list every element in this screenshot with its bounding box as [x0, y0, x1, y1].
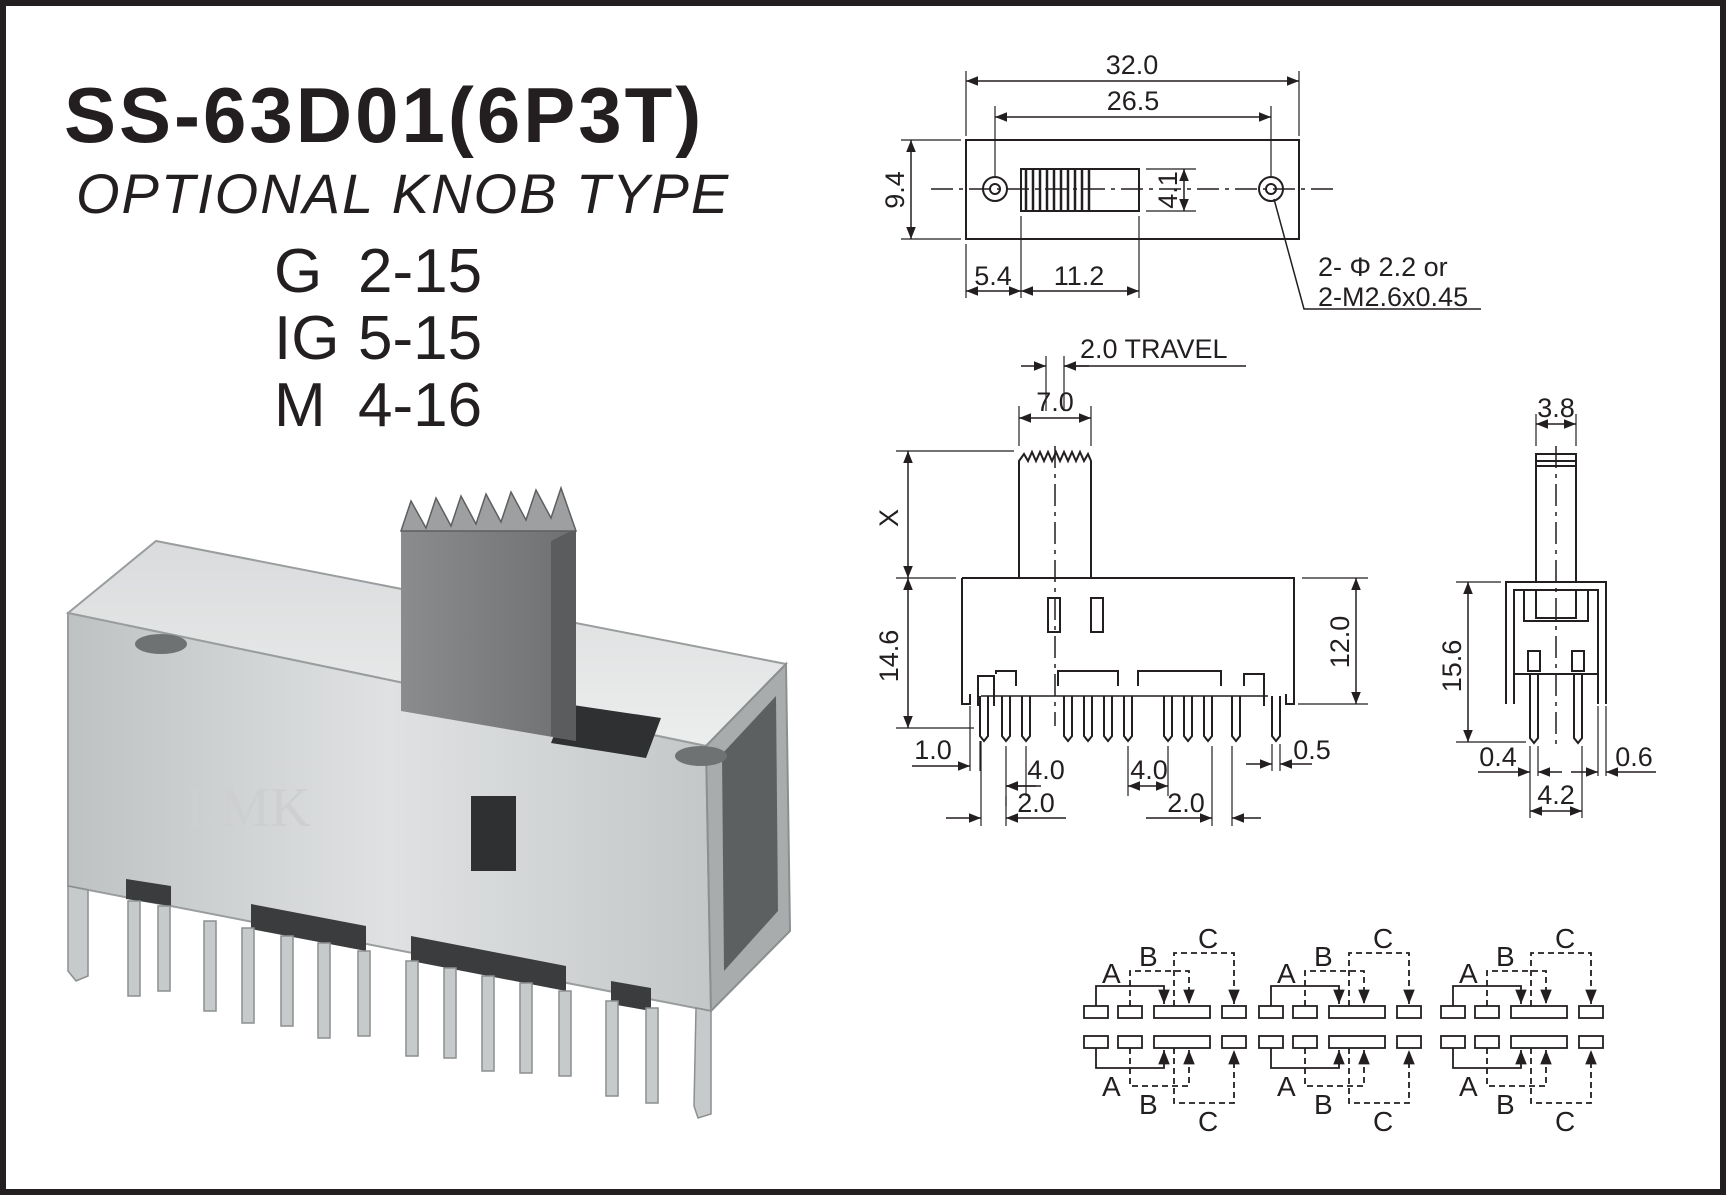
- knob-code: IG: [274, 304, 340, 373]
- knob-code: M: [274, 371, 326, 440]
- label-a-top: A: [1459, 958, 1478, 989]
- top-view-drawing: [901, 71, 1481, 310]
- model-title: SS-63D01(6P3T): [64, 71, 705, 159]
- label-c-top: C: [1373, 923, 1393, 954]
- dim-hole-pitch: 26.5: [1107, 86, 1160, 116]
- dim-pitch-left: 4.0: [1027, 755, 1065, 785]
- knob-options-list: G 2-15 IG 5-15 M 4-16: [274, 238, 482, 439]
- label-b-top: B: [1314, 941, 1333, 972]
- label-b-top: B: [1139, 941, 1158, 972]
- label-a-top: A: [1277, 958, 1296, 989]
- dim-pin-left: 0.4: [1479, 742, 1517, 772]
- knob-type-subtitle: OPTIONAL KNOB TYPE: [76, 162, 731, 225]
- label-b-bottom: B: [1314, 1089, 1333, 1120]
- dim-pin-width: 0.5: [1293, 735, 1331, 765]
- label-a-top: A: [1102, 958, 1121, 989]
- knob-range: 5-15: [358, 304, 483, 373]
- label-b-bottom: B: [1139, 1089, 1158, 1120]
- label-c-top: C: [1555, 923, 1575, 954]
- hole-note-line-1: 2- Φ 2.2 or: [1318, 252, 1448, 282]
- dim-row-spacing: 4.2: [1537, 780, 1575, 810]
- brand-watermark: LMK: [186, 777, 310, 839]
- switch-photo: LMK: [65, 485, 792, 1119]
- knob-option-ig: IG 5-15: [274, 305, 482, 372]
- knob-code: G: [274, 237, 323, 306]
- hole-note-line-2: 2-M2.6x0.45: [1318, 282, 1468, 312]
- side-view-drawing: [1456, 414, 1656, 818]
- label-a-bottom: A: [1102, 1071, 1121, 1102]
- label-a-bottom: A: [1277, 1071, 1296, 1102]
- dim-pitch-right: 4.0: [1130, 755, 1168, 785]
- knob-option-m: M 4-16: [274, 372, 482, 439]
- dim-spacing-right: 2.0: [1167, 788, 1205, 818]
- dim-pin-right: 0.6: [1615, 742, 1653, 772]
- dim-knob-height: X: [874, 509, 904, 527]
- label-b-top: B: [1496, 941, 1515, 972]
- drawing-canvas: LMK: [65, 50, 1656, 1137]
- dim-tab-offset: 1.0: [914, 735, 952, 765]
- circuit-diagram-position-3: A B C A B C: [1440, 923, 1604, 1137]
- side-view-dimensions: 3.8 15.6 0.4 0.6 4.2: [1437, 393, 1653, 810]
- knob-option-g: G 2-15: [274, 238, 482, 305]
- top-view-dimensions: 32.0 26.5 9.4 4.1 5.4 11.2 2- Φ 2.2 or 2…: [880, 50, 1468, 312]
- dim-frame-height: 12.0: [1325, 616, 1355, 669]
- label-b-bottom: B: [1496, 1089, 1515, 1120]
- circuit-diagram-position-1: A B C A B C: [1083, 923, 1247, 1137]
- dim-edge-to-slot: 5.4: [974, 261, 1012, 291]
- dim-side-knob-width: 3.8: [1537, 393, 1575, 423]
- dim-travel: 2.0 TRAVEL: [1080, 334, 1228, 364]
- label-c-bottom: C: [1198, 1106, 1218, 1137]
- dim-body-height: 14.6: [874, 630, 904, 683]
- front-view-dimensions: 2.0 TRAVEL 7.0 X 14.6 12.0 1.0 0.5 4.0 4…: [874, 334, 1355, 818]
- front-view-drawing: [896, 356, 1368, 826]
- dim-side-height: 15.6: [1437, 640, 1467, 693]
- dim-overall-width: 32.0: [1106, 50, 1159, 80]
- dim-height: 9.4: [880, 171, 910, 209]
- dim-knob-width: 7.0: [1036, 387, 1074, 417]
- circuit-diagram-position-2: A B C A B C: [1258, 923, 1422, 1137]
- label-a-bottom: A: [1459, 1071, 1478, 1102]
- knob-range: 2-15: [358, 237, 483, 306]
- dim-slot-length: 11.2: [1054, 261, 1105, 291]
- dim-spacing-left: 2.0: [1017, 788, 1055, 818]
- label-c-bottom: C: [1555, 1106, 1575, 1137]
- knob-range: 4-16: [358, 371, 483, 440]
- label-c-bottom: C: [1373, 1106, 1393, 1137]
- label-c-top: C: [1198, 923, 1218, 954]
- dim-slot-height: 4.1: [1153, 171, 1183, 209]
